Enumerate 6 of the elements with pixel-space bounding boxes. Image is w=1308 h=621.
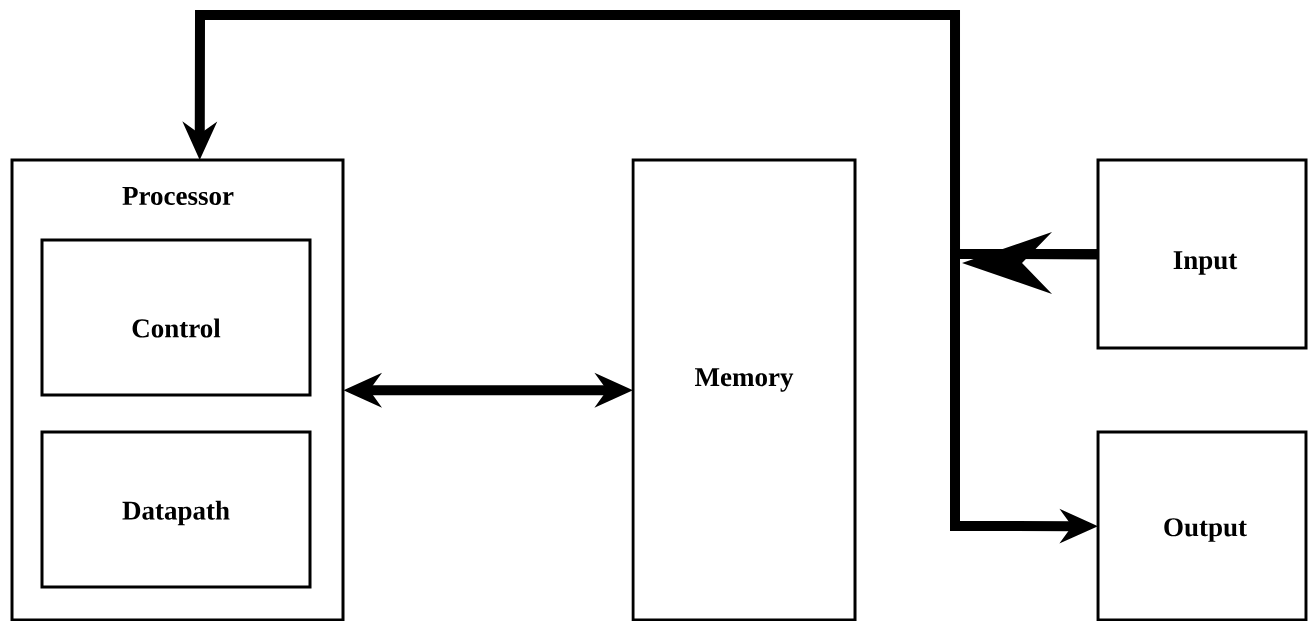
box: Output — [1096, 430, 1308, 621]
arrowhead — [962, 232, 1052, 294]
box: Input — [1096, 158, 1308, 350]
box: Memory — [631, 158, 857, 621]
box: Datapath — [40, 430, 312, 589]
box: Control — [40, 238, 312, 397]
